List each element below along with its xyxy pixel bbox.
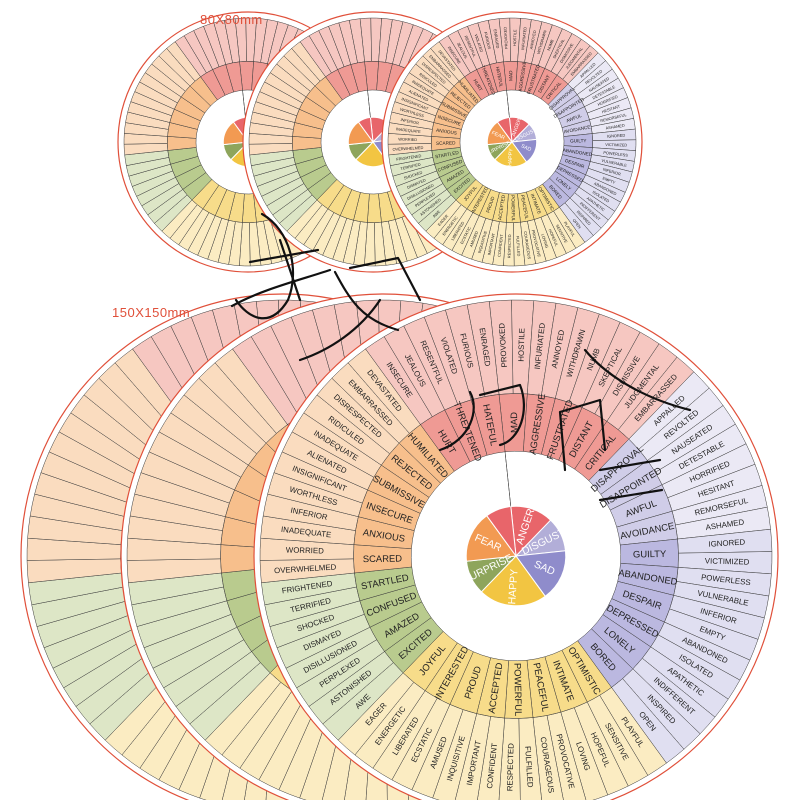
outer-label: VULNERABLE <box>601 158 628 168</box>
outer-label: INFERIOR <box>400 117 419 126</box>
outer-label: RESPECTED <box>506 234 512 258</box>
mid-label: STARTLED <box>435 150 460 160</box>
mid-label: SCARED <box>363 552 403 564</box>
outer-label: COURAGEOUS <box>523 231 532 260</box>
outer-label: INFERIOR <box>602 167 621 177</box>
brush-stroke <box>438 383 525 452</box>
outer-label: OPEN <box>572 218 583 230</box>
core-segment <box>486 505 517 558</box>
outer-label: WORRIED <box>398 137 417 142</box>
outer-label: PROVOKED <box>497 322 509 367</box>
brush-stroke <box>230 268 332 308</box>
mid-label: GUILTY <box>570 138 587 143</box>
mid-label: MAD <box>508 70 513 81</box>
outer-label: LOVING <box>540 233 549 249</box>
core-label: HAPPY <box>507 148 514 167</box>
outer-label: PROVOCATIVE <box>531 229 542 258</box>
outer-label: NUMB <box>546 38 555 51</box>
brush-stroke <box>298 298 382 362</box>
outer-label: HOSTILE <box>512 29 517 46</box>
outer-label: REMORSEFUL <box>600 112 628 123</box>
mid-label: HURT <box>472 78 483 92</box>
outer-label: ASHAMED <box>605 123 625 131</box>
outer-label: OVERWHELMED <box>392 145 423 152</box>
small-size-label: 80X80mm <box>200 12 263 27</box>
mid-label: POWERFUL <box>510 195 515 222</box>
outer-label: FULFILLED <box>523 746 535 788</box>
mid-label: PEACEFUL <box>520 195 530 220</box>
core-segment <box>480 555 546 607</box>
brush-stroke <box>558 398 607 472</box>
outer-label: TERRIFIED <box>400 161 421 171</box>
outer-label: ANNOYED <box>528 30 537 50</box>
mid-label: ACCEPTED <box>497 194 506 220</box>
mid-label: SCARED <box>436 140 456 145</box>
mid-label: HATEFUL <box>495 66 504 88</box>
core-label: SAD <box>520 143 532 153</box>
outer-label: ENRAGED <box>493 29 501 49</box>
mid-label: DESPAIR <box>564 158 585 169</box>
mid-label: ABANDONED <box>563 148 594 158</box>
mid-segment <box>470 394 506 456</box>
outer-label: RESPECTED <box>505 743 515 792</box>
watermark-brush-strokes <box>230 212 692 502</box>
outer-label: PROVOKED <box>502 27 508 50</box>
brush-stroke <box>234 212 295 320</box>
outer-label: FURIOUS <box>483 31 492 50</box>
mid-label: AGGRESSIVE <box>518 61 528 92</box>
core-segment <box>465 515 517 562</box>
outer-label: POWERLESS <box>603 150 628 158</box>
outer-label: HESITANT <box>601 103 621 114</box>
outer-label: SHOCKED <box>403 170 423 181</box>
outer-label: OVERWHELMED <box>274 562 337 575</box>
mid-label: AVOIDANCE <box>563 124 591 134</box>
outer-label: INQUISITIVE <box>477 230 488 254</box>
brush-stroke <box>248 238 320 302</box>
core-label: FEAR <box>490 130 505 141</box>
brush-stroke <box>333 256 422 332</box>
outer-label: WORRIED <box>286 545 325 555</box>
outer-label: AMUSED <box>468 230 479 247</box>
outer-label: INADEQUATE <box>396 126 422 134</box>
outer-label: WORTHLESS <box>400 106 425 118</box>
outer-label: VIOLATED <box>474 33 485 53</box>
outer-label: IMPORTANT <box>487 232 497 256</box>
outer-label: FULFILLED <box>515 236 521 257</box>
large-size-label: 150X150mm <box>112 305 191 320</box>
outer-label: VICTIMIZED <box>705 556 750 566</box>
mid-label: GUILTY <box>633 548 667 560</box>
mid-label: POWERFUL <box>512 663 524 717</box>
outer-label: EMPTY <box>602 175 617 185</box>
outer-label: CONFIDENT <box>496 233 504 257</box>
core-label: ANGER <box>511 118 523 138</box>
outer-label: AWE <box>431 209 441 219</box>
brush-stroke <box>583 348 692 412</box>
mid-label: ANXIOUS <box>436 128 457 136</box>
outer-label: INFURIATED <box>520 26 528 50</box>
brush-stroke <box>598 458 664 502</box>
mid-label: AWFUL <box>565 113 582 124</box>
outer-label: IGNORED <box>607 133 626 139</box>
mid-label: MAD <box>508 412 519 433</box>
mid-label: PROUD <box>485 195 495 213</box>
outer-label: FRIGHTENED <box>396 153 422 162</box>
core-segment <box>494 141 528 168</box>
core-segment <box>515 550 567 597</box>
outer-label: WITHDRAWN <box>536 29 548 54</box>
outer-label: VICTIMIZED <box>605 142 627 148</box>
outer-label: IGNORED <box>708 537 745 548</box>
outer-label: HOSTILE <box>517 328 527 362</box>
core-label: HAPPY <box>507 569 520 605</box>
